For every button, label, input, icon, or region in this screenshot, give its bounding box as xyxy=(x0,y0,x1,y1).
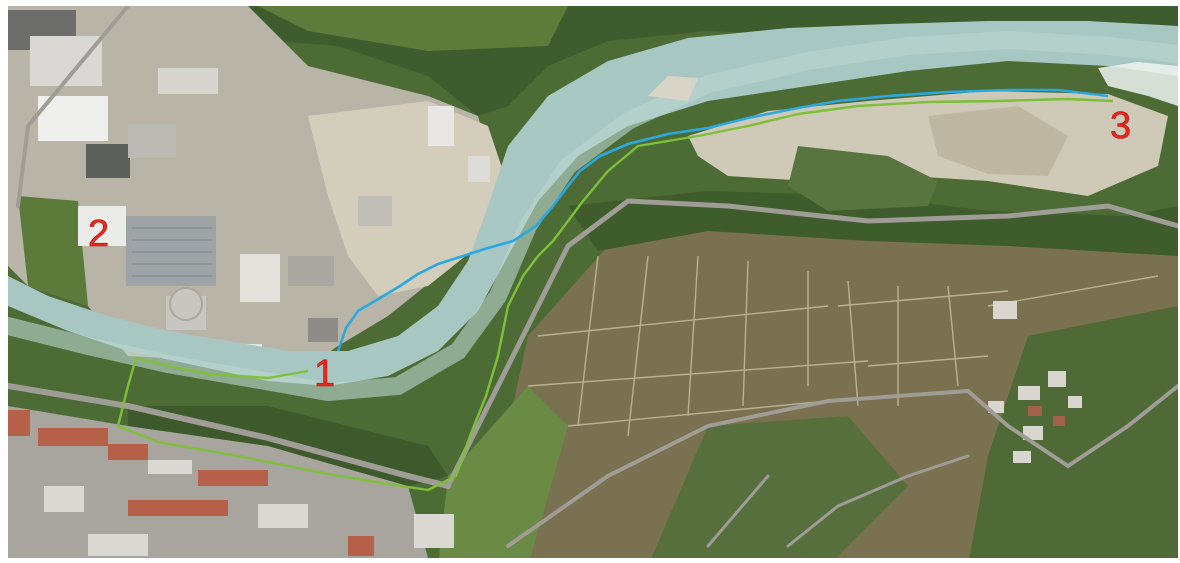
gravel-bar xyxy=(648,76,698,101)
field-green xyxy=(438,386,568,558)
roads xyxy=(8,6,1178,548)
river-main-channel xyxy=(8,30,1178,402)
green-field-left xyxy=(18,196,88,306)
vineyard-plots xyxy=(527,255,1159,437)
rapids xyxy=(1098,62,1178,106)
village-roofs-red xyxy=(1028,406,1065,426)
roof-stripes xyxy=(132,227,212,277)
village-buildings xyxy=(988,301,1082,463)
marker-3[interactable]: 3 xyxy=(1110,105,1132,148)
blue-route xyxy=(336,88,1109,352)
roundabout xyxy=(169,287,203,321)
tree-patch xyxy=(651,416,908,558)
quarry-east-shadow xyxy=(928,106,1068,176)
tree-patch xyxy=(969,306,1178,558)
marker-2[interactable]: 2 xyxy=(88,213,110,256)
gravel-pit xyxy=(308,101,508,296)
green-route xyxy=(116,97,1114,492)
aerial-map[interactable]: 1 2 3 xyxy=(8,6,1178,558)
north-fields xyxy=(258,6,568,51)
marker-1[interactable]: 1 xyxy=(314,353,336,396)
town-roofs-red xyxy=(8,410,374,556)
town-roofs xyxy=(44,460,454,556)
vegetation-island xyxy=(788,146,938,211)
